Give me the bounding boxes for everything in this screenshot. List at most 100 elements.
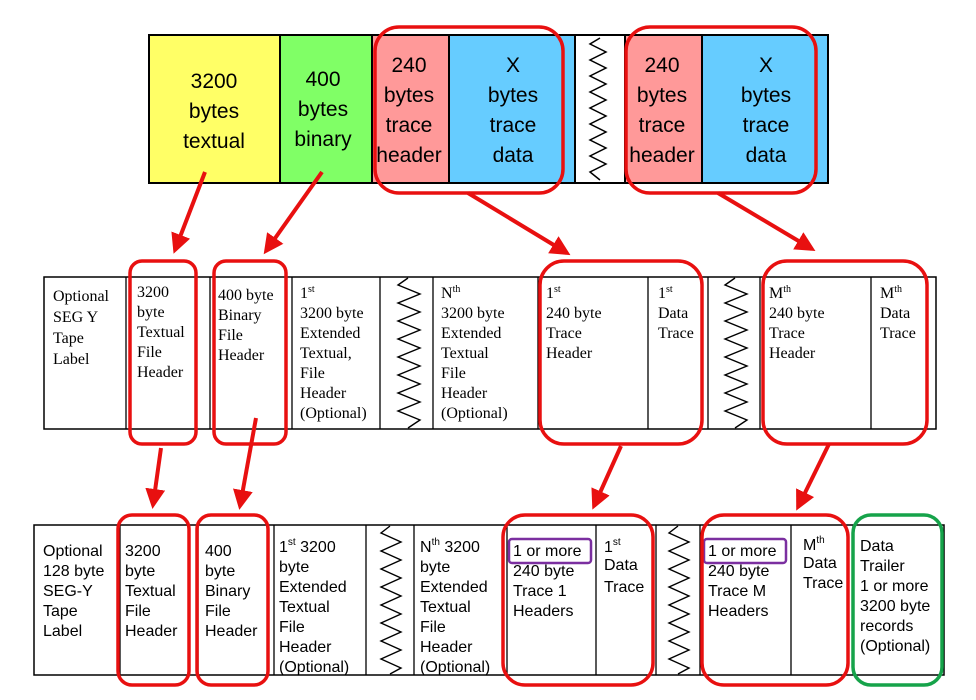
bot-tape-line-3: SEG-Y <box>43 583 93 600</box>
mid-binary-line-4: Header <box>218 347 265 364</box>
bot-textual-line-4: File <box>125 603 151 620</box>
td1-line-1: X <box>506 54 520 77</box>
gap-cover-bottom-2 <box>657 527 699 673</box>
bot-tape-line-5: Label <box>43 623 82 640</box>
highlight-mid-trace-m <box>761 259 929 446</box>
td2-line-4: data <box>746 144 787 167</box>
bot-ext-nth-line-2: Extended <box>420 579 488 596</box>
textual-line-3: textual <box>183 130 245 153</box>
bot-ext-first-ordinal: 1 <box>279 539 288 556</box>
highlight-bottom-trace-m <box>700 513 850 687</box>
mid-th-mth-sup: th <box>783 284 791 295</box>
bot-ext-first-line-3: Textual <box>279 599 330 616</box>
gap-cover-bottom-1 <box>367 527 413 673</box>
mid-ext-first-line-4: File <box>300 365 325 382</box>
textual-block <box>148 34 281 184</box>
arrow-mid-binary-down <box>233 417 258 510</box>
highlight-mid-trace-1 <box>538 259 704 446</box>
mid-dt-first-sup: st <box>666 284 673 295</box>
bot-th1-line-1: 240 byte <box>513 563 574 580</box>
bot-ext-first-sup: st <box>288 537 296 548</box>
mid-th-mth-line-3: Header <box>769 345 816 362</box>
bot-dt-mth-sup: th <box>816 535 824 546</box>
highlight-mid-textual <box>128 259 198 446</box>
bot-tape-line-2: 128 byte <box>43 563 104 580</box>
mid-ext-first-line-6: (Optional) <box>300 405 367 422</box>
mid-th-first-sup: st <box>554 284 561 295</box>
bottom-row-frame <box>33 524 945 676</box>
bot-ext-nth-sup: th <box>432 537 440 548</box>
arrow-textual-down <box>171 171 207 254</box>
arrows <box>145 170 831 511</box>
bot-trailer-line-1: Data <box>860 538 894 555</box>
mid-ext-first-line-3: Textual, <box>300 345 352 362</box>
arrow-trace-m-down <box>716 191 816 252</box>
mid-th-mth-ordinal: M <box>769 285 783 302</box>
mid-binary-line-2: Binary <box>218 307 262 324</box>
th1-line-2: bytes <box>384 84 434 107</box>
mid-textual-line-3: Textual <box>137 324 185 341</box>
bot-ext-first-line-6: (Optional) <box>279 659 349 676</box>
bot-binary-line-2: byte <box>205 563 235 580</box>
bot-ext-nth-line-5: Header <box>420 639 473 656</box>
badge-box-trace-m <box>702 537 788 565</box>
th2-line-2: bytes <box>637 84 687 107</box>
mid-dt-first-line-2: Trace <box>658 325 694 342</box>
mid-textual-line-5: Header <box>137 364 184 381</box>
bot-thm-line-1: 240 byte <box>708 563 769 580</box>
bot-ext-nth-line-4: File <box>420 619 446 636</box>
bot-binary-line-4: File <box>205 603 231 620</box>
bot-trailer-line-6: (Optional) <box>860 638 930 655</box>
highlight-bottom-trailer <box>851 513 944 687</box>
mid-th-first-line-1: 240 byte <box>546 305 602 322</box>
arrow-trace-1-down <box>466 191 571 256</box>
mid-dt-mth-line-2: Trace <box>880 325 916 342</box>
bot-textual-line-1: 3200 <box>125 543 161 560</box>
bot-th1-line-2: Trace 1 <box>513 583 567 600</box>
bot-ext-first-line-2: Extended <box>279 579 347 596</box>
mid-th-first-ordinal: 1 <box>546 285 554 302</box>
bot-dt-mth-line-1: Data <box>803 555 837 572</box>
mid-binary-line-1: 400 byte <box>218 287 274 304</box>
th1-line-4: header <box>376 144 441 167</box>
td2-line-1: X <box>759 54 773 77</box>
bot-trailer-line-3: 1 or more <box>860 578 929 595</box>
bot-tape-line-4: Tape <box>43 603 78 620</box>
mid-ext-nth-line-4: File <box>441 365 466 382</box>
mid-ext-first-sup: st <box>308 284 315 295</box>
zigzag-break-top <box>588 37 608 181</box>
bot-trailer-line-5: records <box>860 618 913 635</box>
highlight-bottom-binary <box>195 513 270 687</box>
middle-row-frame <box>43 276 937 430</box>
binary-line-3: binary <box>294 128 352 151</box>
mid-th-mth-line-2: Trace <box>769 325 805 342</box>
td1-line-3: trace <box>490 114 537 137</box>
mid-binary-line-3: File <box>218 327 243 344</box>
binary-line-2: bytes <box>298 98 348 121</box>
mid-textual-line-2: byte <box>137 304 165 321</box>
th2-line-4: header <box>629 144 694 167</box>
arrow-mid-trace-1-down <box>591 445 623 510</box>
bot-ext-nth-line-6: (Optional) <box>420 659 490 676</box>
bot-binary-line-3: Binary <box>205 583 250 600</box>
th1-line-3: trace <box>386 114 433 137</box>
bot-dt-first-line-2: Trace <box>604 579 644 596</box>
